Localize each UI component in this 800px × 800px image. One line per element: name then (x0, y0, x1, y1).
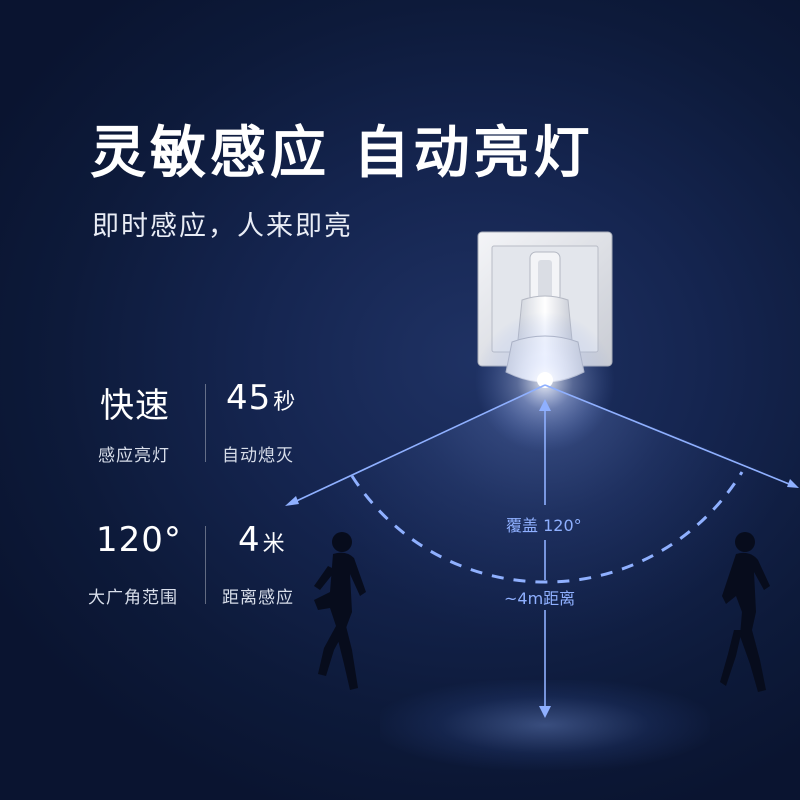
coverage-cone (285, 385, 800, 653)
stat-speed-caption: 感应亮灯 (98, 446, 170, 466)
stat-distance-caption: 距离感应 (222, 588, 294, 608)
coverage-arc (350, 471, 744, 584)
stat-divider-bottom (205, 526, 206, 604)
headline: 灵敏感应 自动亮灯 (90, 121, 594, 186)
subheadline: 即时感应，人来即亮 (92, 211, 353, 242)
stat-divider-top (205, 384, 206, 462)
stat-speed-value: 快速 (100, 386, 170, 426)
stat-angle-value: 120° (96, 520, 182, 560)
distance-label: ~4m距离 (504, 589, 576, 608)
coverage-edge-right (544, 384, 795, 487)
coverage-edge-left (289, 384, 546, 505)
stat-timeout-caption: 自动熄灭 (222, 446, 294, 466)
stat-timeout-value: 45秒 (226, 378, 297, 418)
running-person-left-icon (314, 532, 366, 690)
motion-sensor-icon (537, 372, 553, 388)
arrow-up-icon (539, 399, 551, 411)
plug-neck (538, 260, 552, 300)
coverage-label: 覆盖 120° (506, 516, 582, 535)
arrow-down-icon (539, 706, 551, 718)
arrow-right-icon (787, 479, 799, 488)
stat-angle-caption: 大广角范围 (88, 588, 178, 608)
running-person-right-icon (720, 532, 770, 692)
arrow-left-icon (285, 496, 299, 506)
stat-distance-value: 4米 (238, 520, 286, 560)
